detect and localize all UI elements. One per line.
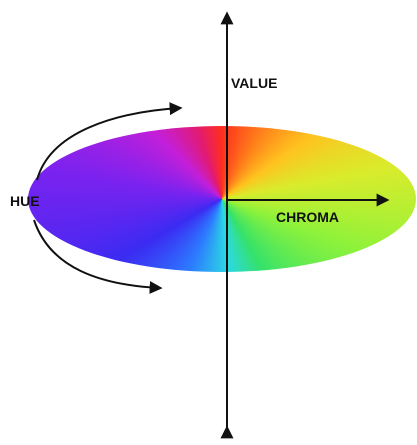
hue-label: HUE	[10, 193, 40, 209]
value-label: VALUE	[231, 75, 277, 91]
hue-arrow-upper	[36, 102, 183, 181]
chroma-label: CHROMA	[276, 209, 339, 225]
hue-arrow-lower	[33, 219, 163, 294]
